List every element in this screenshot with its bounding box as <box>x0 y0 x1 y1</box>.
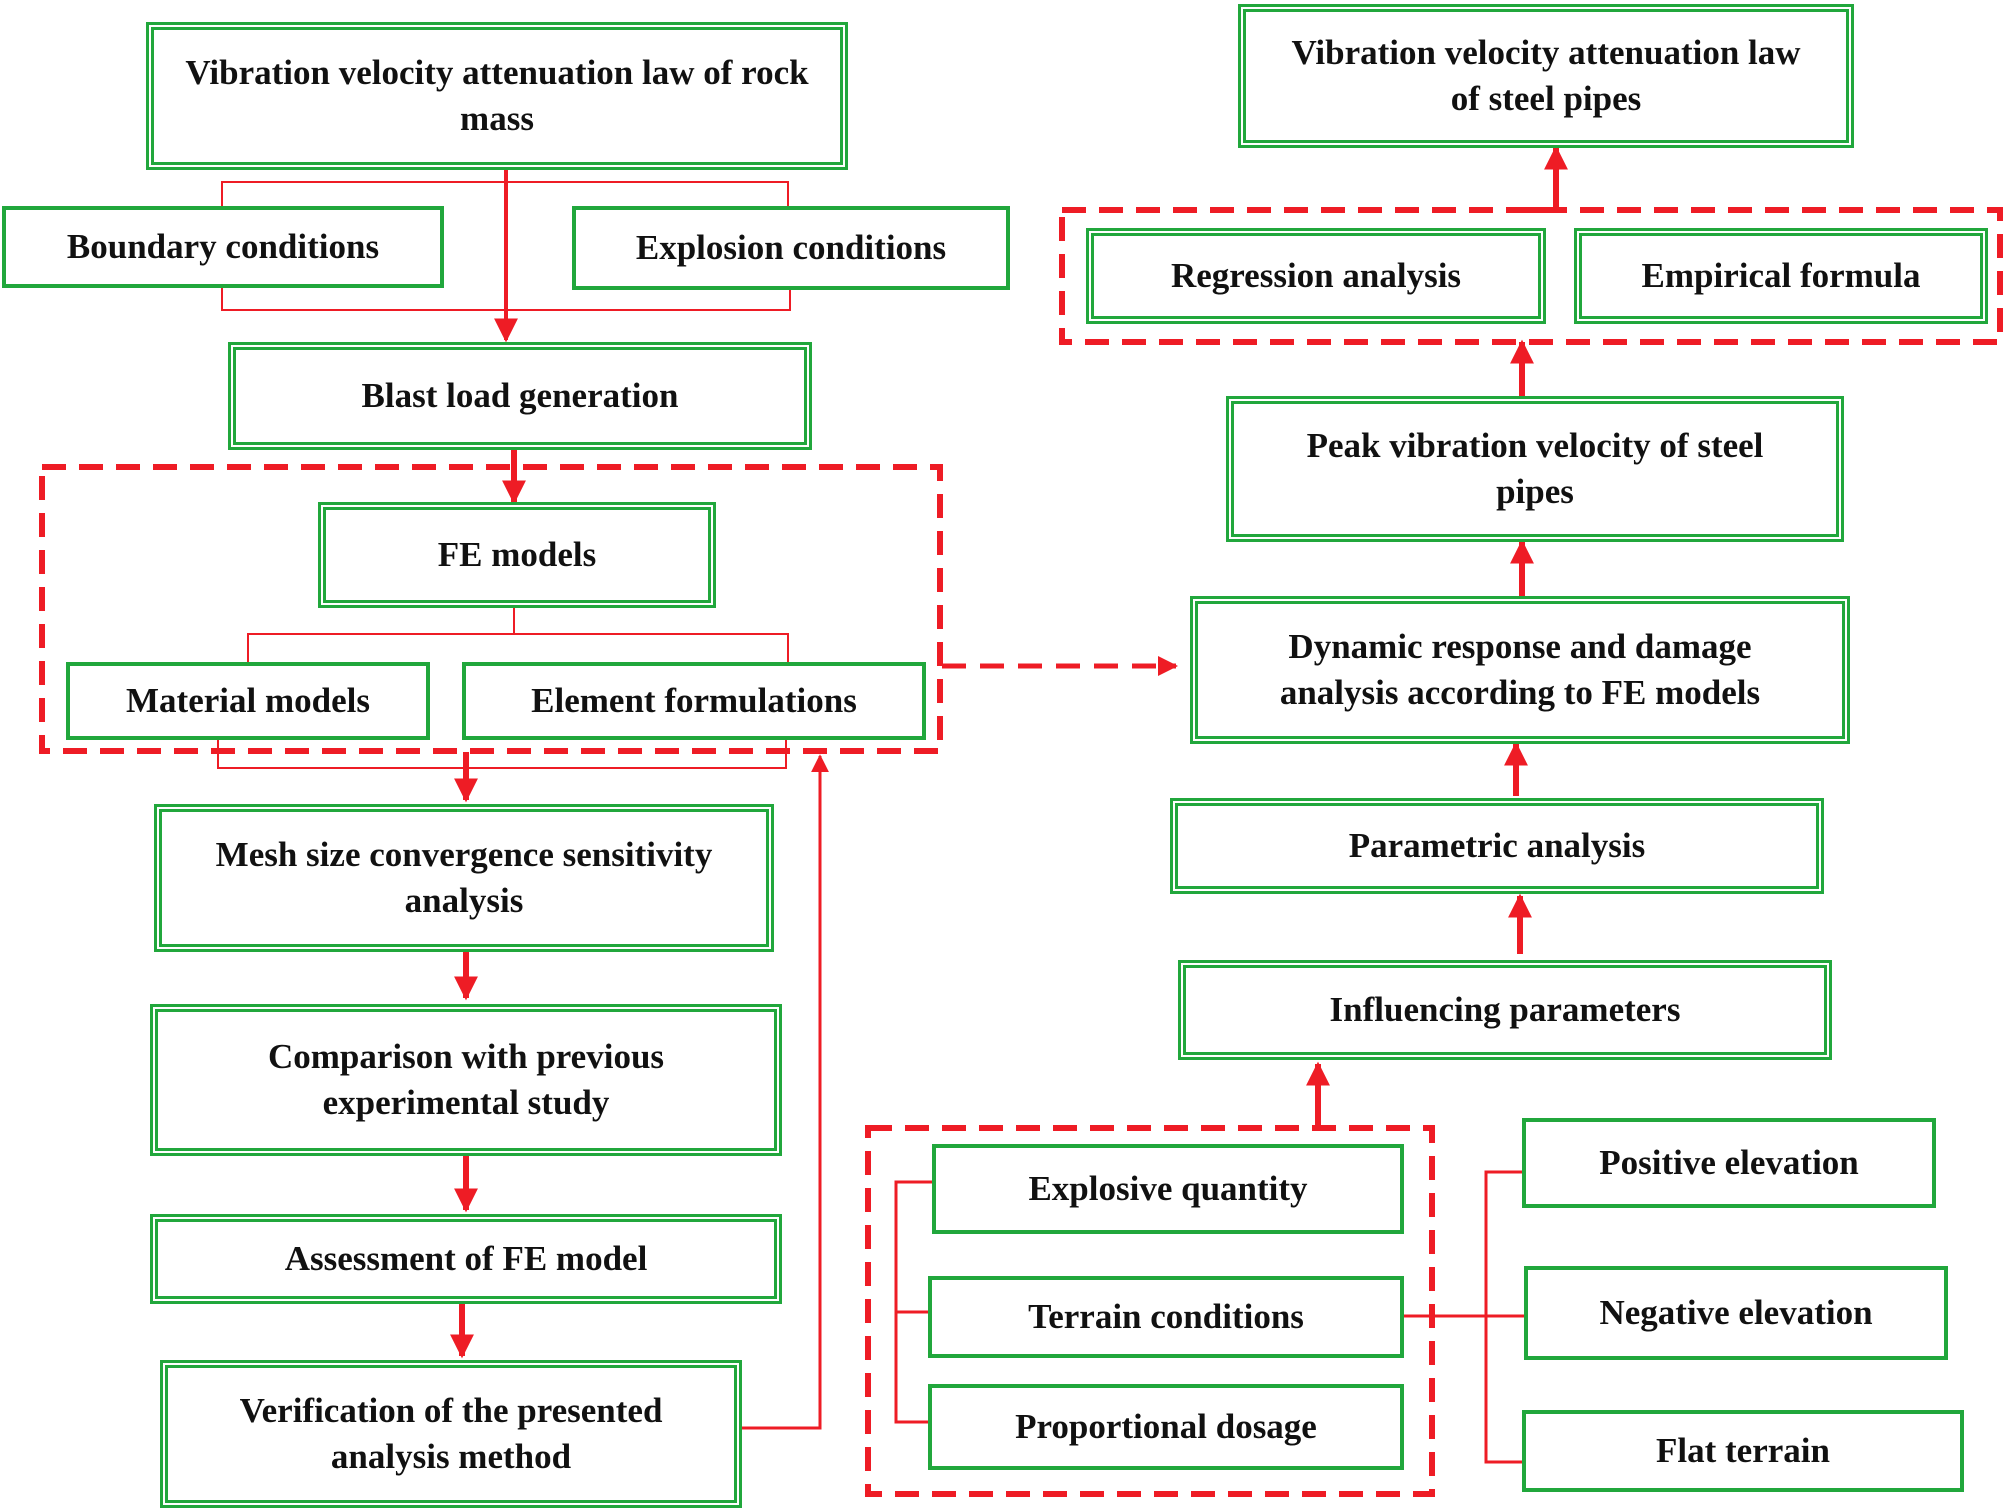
terrain-bracket <box>1404 1170 1524 1464</box>
fe-models-label: FE models <box>437 534 597 574</box>
positive-elevation-label: Positive elevation <box>1599 1142 1859 1182</box>
rock-mass-law-box: Vibration velocity attenuation law of ro… <box>146 22 848 170</box>
fe-models-bracket <box>247 608 789 662</box>
dynamic-response-label: Dynamic response and damage analysis acc… <box>1279 626 1761 712</box>
material-models-label: Material models <box>126 680 370 720</box>
regression-analysis-label: Regression analysis <box>1170 255 1462 295</box>
regression-analysis-box: Regression analysis <box>1086 228 1546 324</box>
element-formulations-box: Element formulations <box>462 662 926 740</box>
blast-load-box: Blast load generation <box>228 342 812 450</box>
mesh-convergence-label: Mesh size convergence sensitivity analys… <box>215 834 713 920</box>
explosive-quantity-label: Explosive quantity <box>1028 1168 1308 1208</box>
peak-velocity-box: Peak vibration velocity of steel pipes <box>1226 396 1844 542</box>
assessment-box: Assessment of FE model <box>150 1214 782 1304</box>
fe-group-frame <box>39 464 943 754</box>
peak-velocity-label: Peak vibration velocity of steel pipes <box>1306 425 1764 511</box>
comparison-label: Comparison with previous experimental st… <box>267 1036 665 1122</box>
material-element-bracket <box>217 740 787 769</box>
boundary-conditions-box: Boundary conditions <box>2 206 444 288</box>
arrow-analysis-to-steel-law <box>1522 145 1568 213</box>
boundary-conditions-label: Boundary conditions <box>66 226 380 266</box>
terrain-conditions-box: Terrain conditions <box>928 1276 1404 1358</box>
proportional-dosage-box: Proportional dosage <box>928 1384 1404 1470</box>
parameter-group-frame <box>865 1125 1435 1497</box>
empirical-formula-box: Empirical formula <box>1574 228 1988 324</box>
blast-load-label: Blast load generation <box>361 375 679 415</box>
flat-terrain-box: Flat terrain <box>1522 1410 1964 1492</box>
arrow-verification-feedback <box>742 754 829 1430</box>
terrain-conditions-label: Terrain conditions <box>1028 1296 1304 1336</box>
dynamic-response-box: Dynamic response and damage analysis acc… <box>1190 596 1850 744</box>
mesh-convergence-box: Mesh size convergence sensitivity analys… <box>154 804 774 952</box>
negative-elevation-label: Negative elevation <box>1599 1292 1873 1332</box>
verification-box: Verification of the presented analysis m… <box>160 1360 742 1508</box>
explosion-conditions-label: Explosion conditions <box>635 227 947 267</box>
assessment-label: Assessment of FE model <box>284 1238 648 1278</box>
verification-label: Verification of the presented analysis m… <box>239 1390 663 1476</box>
parametric-analysis-box: Parametric analysis <box>1170 798 1824 894</box>
empirical-formula-label: Empirical formula <box>1641 255 1921 295</box>
explosion-conditions-box: Explosion conditions <box>572 206 1010 290</box>
proportional-dosage-label: Proportional dosage <box>1015 1406 1317 1446</box>
parameters-bracket <box>894 1180 932 1424</box>
explosive-quantity-box: Explosive quantity <box>932 1144 1404 1234</box>
comparison-box: Comparison with previous experimental st… <box>150 1004 782 1156</box>
influencing-parameters-box: Influencing parameters <box>1178 960 1832 1060</box>
influencing-parameters-label: Influencing parameters <box>1329 989 1681 1029</box>
positive-elevation-box: Positive elevation <box>1522 1118 1936 1208</box>
steel-pipes-law-label: Vibration velocity attenuation law of st… <box>1291 32 1801 118</box>
parametric-analysis-label: Parametric analysis <box>1348 825 1646 865</box>
material-models-box: Material models <box>66 662 430 740</box>
rock-mass-law-label: Vibration velocity attenuation law of ro… <box>185 52 809 138</box>
element-formulations-label: Element formulations <box>531 680 857 720</box>
fe-models-box: FE models <box>318 502 716 608</box>
flat-terrain-label: Flat terrain <box>1656 1430 1830 1470</box>
negative-elevation-box: Negative elevation <box>1524 1266 1948 1360</box>
steel-pipes-law-box: Vibration velocity attenuation law of st… <box>1238 4 1854 148</box>
